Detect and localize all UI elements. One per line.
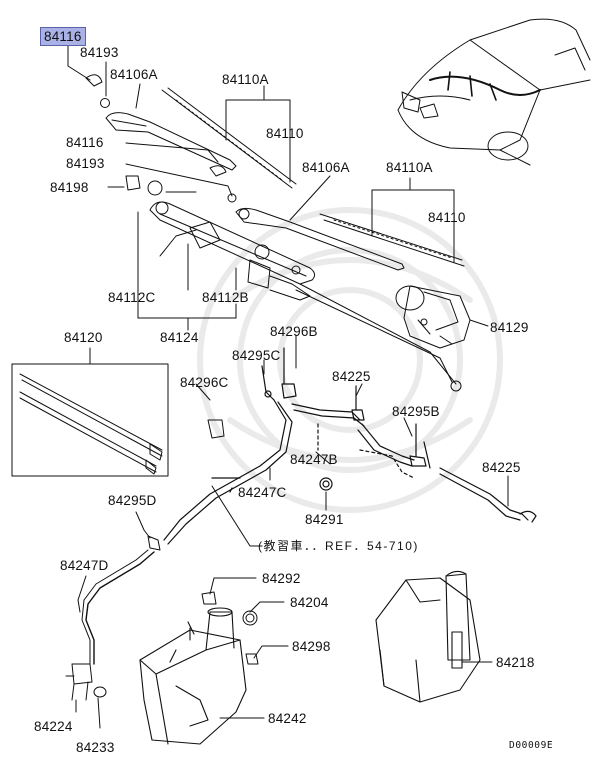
- reference-note[interactable]: (教習車．．REF．54-710): [258, 539, 419, 553]
- part-label-84110A-r[interactable]: 84110A: [386, 160, 433, 175]
- part-label-84296B[interactable]: 84296B: [270, 324, 318, 339]
- drawing-code: D00009E: [509, 740, 554, 751]
- bolt-84298: [245, 653, 259, 665]
- leader-84110A-top: [225, 85, 291, 183]
- part-label-84110-r[interactable]: 84110: [428, 210, 466, 225]
- cap-84198: [125, 175, 141, 191]
- part-label-84204[interactable]: 84204: [290, 595, 329, 610]
- part-label-84110-top[interactable]: 84110: [266, 126, 304, 141]
- leader-84193-b: [125, 163, 233, 197]
- leader-84106A-r: [289, 175, 331, 221]
- vehicle-illustration: [397, 18, 591, 166]
- part-label-84247C[interactable]: 84247C: [238, 485, 287, 500]
- part-label-84198[interactable]: 84198: [50, 180, 89, 195]
- part-label-84110A-top[interactable]: 84110A: [222, 72, 269, 87]
- leader-84292: [209, 577, 257, 595]
- leader-84296C: [195, 383, 211, 401]
- part-label-84106A-top[interactable]: 84106A: [110, 67, 158, 82]
- part-label-84116-highlighted[interactable]: 84116: [40, 27, 86, 46]
- part-label-84295D[interactable]: 84295D: [108, 493, 157, 508]
- leader-84298: [253, 645, 289, 659]
- wiper-arm-84106A-top: [105, 112, 237, 171]
- seal-84204: [242, 610, 258, 626]
- part-label-84193-top[interactable]: 84193: [80, 45, 119, 60]
- part-label-84247D[interactable]: 84247D: [60, 558, 109, 573]
- leader-84225-a: [355, 383, 363, 397]
- part-label-84116-b[interactable]: 84116: [66, 135, 104, 150]
- leader-84116-b: [125, 142, 219, 163]
- hose-84247D: [85, 551, 155, 665]
- leader-84110A-r: [371, 177, 455, 263]
- hose-84247D-2: [81, 549, 149, 665]
- leader-84247D: [77, 575, 87, 613]
- joint-84295D: [147, 535, 161, 551]
- wiper-linkage-84124: [149, 201, 462, 392]
- bushing-84198: [147, 180, 163, 196]
- washer-hose-network: [163, 347, 537, 545]
- part-label-84120[interactable]: 84120: [64, 330, 103, 345]
- washer-pump-84224: [65, 663, 93, 701]
- part-label-84292[interactable]: 84292: [262, 571, 301, 586]
- leader-84295B: [403, 417, 413, 437]
- cap-84292: [201, 591, 217, 605]
- leader-84247B: [315, 451, 331, 465]
- part-label-84112B[interactable]: 84112B: [202, 290, 249, 305]
- leader-ref-note: [211, 485, 263, 547]
- part-label-84124[interactable]: 84124: [160, 330, 199, 345]
- leader-84116: [67, 45, 91, 81]
- part-label-84298[interactable]: 84298: [292, 639, 331, 654]
- washer-reservoir-84218: [375, 570, 481, 703]
- grommet-84233: [93, 686, 107, 698]
- part-label-84218[interactable]: 84218: [496, 655, 535, 670]
- wiper-cap-84116: [85, 74, 103, 87]
- part-label-84296C[interactable]: 84296C: [180, 375, 229, 390]
- nut-84193-top: [100, 98, 110, 108]
- wiper-arm-84106A-r: [235, 207, 405, 271]
- part-label-84224[interactable]: 84224: [34, 719, 73, 734]
- wiper-motor-84129: [395, 285, 489, 349]
- watermark-emblem: [197, 207, 503, 513]
- part-label-84225-a[interactable]: 84225: [332, 369, 371, 384]
- leader-84295D: [135, 511, 151, 539]
- part-label-84193-b[interactable]: 84193: [66, 156, 105, 171]
- seal-84204-inner: [245, 613, 255, 623]
- leader-84106A-top: [135, 83, 141, 109]
- leader-84124: [137, 303, 237, 331]
- nut-84193-b: [227, 193, 237, 203]
- part-label-84291[interactable]: 84291: [305, 512, 344, 527]
- part-label-84295B[interactable]: 84295B: [392, 404, 440, 419]
- leader-84233: [97, 697, 101, 729]
- part-label-84242[interactable]: 84242: [268, 711, 307, 726]
- wiper-cap-84116-b: [209, 165, 227, 177]
- part-label-84112C[interactable]: 84112C: [108, 290, 156, 305]
- leader-84204: [249, 601, 285, 613]
- part-label-84129[interactable]: 84129: [490, 320, 529, 335]
- clip-84296C: [207, 419, 225, 439]
- part-label-84247B[interactable]: 84247B: [290, 452, 338, 467]
- blade-rubber-box-84120: [11, 347, 169, 477]
- part-label-84106A-r[interactable]: 84106A: [302, 160, 350, 175]
- part-label-84295C[interactable]: 84295C: [232, 348, 281, 363]
- wiper-blade-84110-top: [161, 87, 297, 189]
- washer-tank-84242: [139, 607, 247, 745]
- part-label-84233[interactable]: 84233: [76, 740, 115, 755]
- wiper-blade-84110-r: [319, 213, 465, 267]
- part-label-84225-b[interactable]: 84225: [482, 460, 521, 475]
